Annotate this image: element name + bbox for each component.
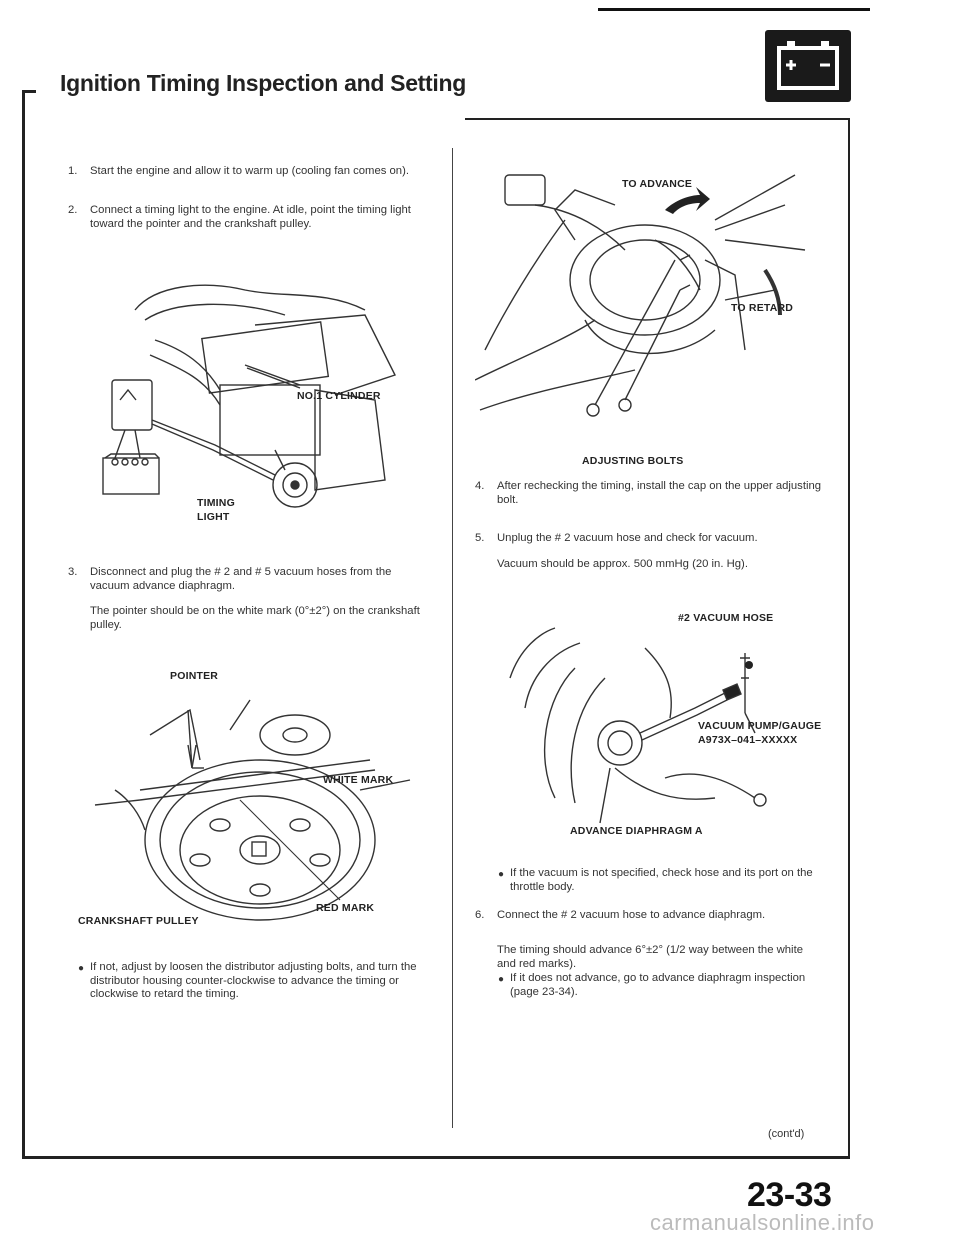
frame-right (848, 118, 850, 1158)
left-note: The pointer should be on the white mark … (90, 605, 420, 631)
watermark: carmanualsonline.info (650, 1210, 875, 1235)
frame-corner (22, 90, 36, 93)
step-4: 4.After rechecking the timing, install t… (475, 480, 822, 506)
step-1: 1.Start the engine and allow it to warm … (68, 165, 409, 177)
frame-left (22, 90, 25, 1158)
engine-timing-light-illustration (102, 284, 396, 508)
step-6: 6.Connect the # 2 vacuum hose to advance… (475, 909, 766, 921)
label-to-advance: TO ADVANCE (622, 178, 693, 190)
label-adjusting-bolts: ADJUSTING BOLTS (582, 455, 684, 467)
right-bullet-1: ●If the vacuum is not specified, check h… (498, 867, 813, 893)
label-to-retard: TO RETARD (731, 302, 794, 314)
frame-bottom (22, 1156, 850, 1159)
label-crankshaft-pulley: CRANKSHAFT PULLEY (78, 915, 199, 927)
page-number: 23-33 (747, 1176, 832, 1214)
label-pointer: POINTER (170, 670, 219, 682)
frame-top (465, 118, 850, 120)
top-rule (598, 8, 870, 11)
step-3: 3.Disconnect and plug the # 2 and # 5 va… (68, 566, 392, 592)
vacuum-diaphragm-illustration (509, 627, 767, 824)
label-part-number: A973X–041–XXXXX (698, 734, 798, 746)
column-divider (452, 148, 453, 1128)
distributor-illustration (475, 174, 806, 417)
label-red-mark: RED MARK (316, 902, 375, 914)
right-note-2: The timing should advance 6°±2° (1/2 way… (497, 944, 803, 970)
right-note: Vacuum should be approx. 500 mmHg (20 in… (497, 558, 748, 570)
page-title: Ignition Timing Inspection and Setting (60, 70, 466, 96)
label-light: LIGHT (197, 511, 230, 523)
label-white-mark: WHITE MARK (323, 774, 394, 786)
continued-label: (cont'd) (768, 1128, 805, 1140)
battery-section-icon (765, 30, 851, 102)
label-advance-diaphragm: ADVANCE DIAPHRAGM A (570, 825, 703, 837)
left-bullet: ●If not, adjust by loosen the distributo… (78, 961, 417, 1000)
right-bullet-2: ●If it does not advance, go to advance d… (498, 972, 806, 998)
label-no1-cylinder: NO.1 CYLINDER (297, 390, 381, 402)
step-5: 5.Unplug the # 2 vacuum hose and check f… (475, 532, 758, 544)
label-timing: TIMING (197, 497, 235, 509)
label-vacuum-hose: #2 VACUUM HOSE (678, 612, 774, 624)
label-vacuum-pump: VACUUM PUMP/GAUGE (698, 720, 822, 732)
crankshaft-pulley-illustration (94, 699, 411, 921)
step-2: 2.Connect a timing light to the engine. … (68, 204, 411, 230)
